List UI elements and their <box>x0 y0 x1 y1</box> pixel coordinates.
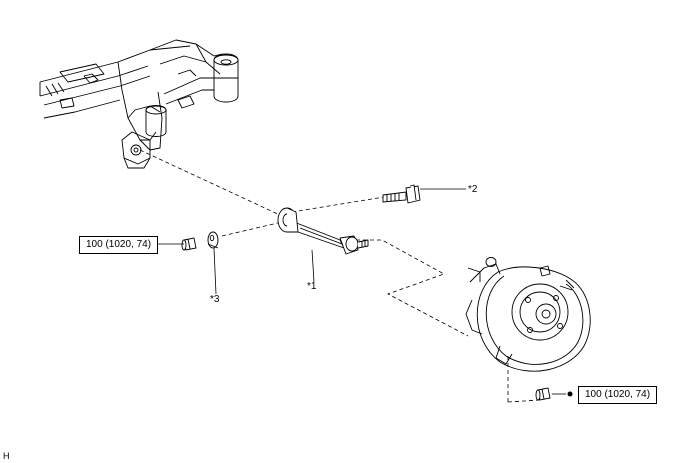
callout-part1: *1 <box>307 281 317 292</box>
suspension-member <box>39 39 239 169</box>
callout-part3: *3 <box>210 294 220 305</box>
axle-carrier-hub <box>465 257 591 372</box>
bolt-part2 <box>382 184 421 204</box>
leader-lines <box>154 188 566 395</box>
assembly-guide-lines <box>139 149 541 403</box>
nut-left <box>181 237 197 251</box>
callout-part2: *2 <box>468 184 478 195</box>
nut-right <box>535 387 551 401</box>
washer-part3 <box>207 231 219 249</box>
non-reusable-mark <box>567 391 573 397</box>
lateral-link-part1 <box>277 207 369 255</box>
torque-spec-left: 100 (1020, 74) <box>79 236 159 254</box>
figure-code: H <box>3 451 10 461</box>
torque-spec-right: 100 (1020, 74) <box>578 386 658 404</box>
